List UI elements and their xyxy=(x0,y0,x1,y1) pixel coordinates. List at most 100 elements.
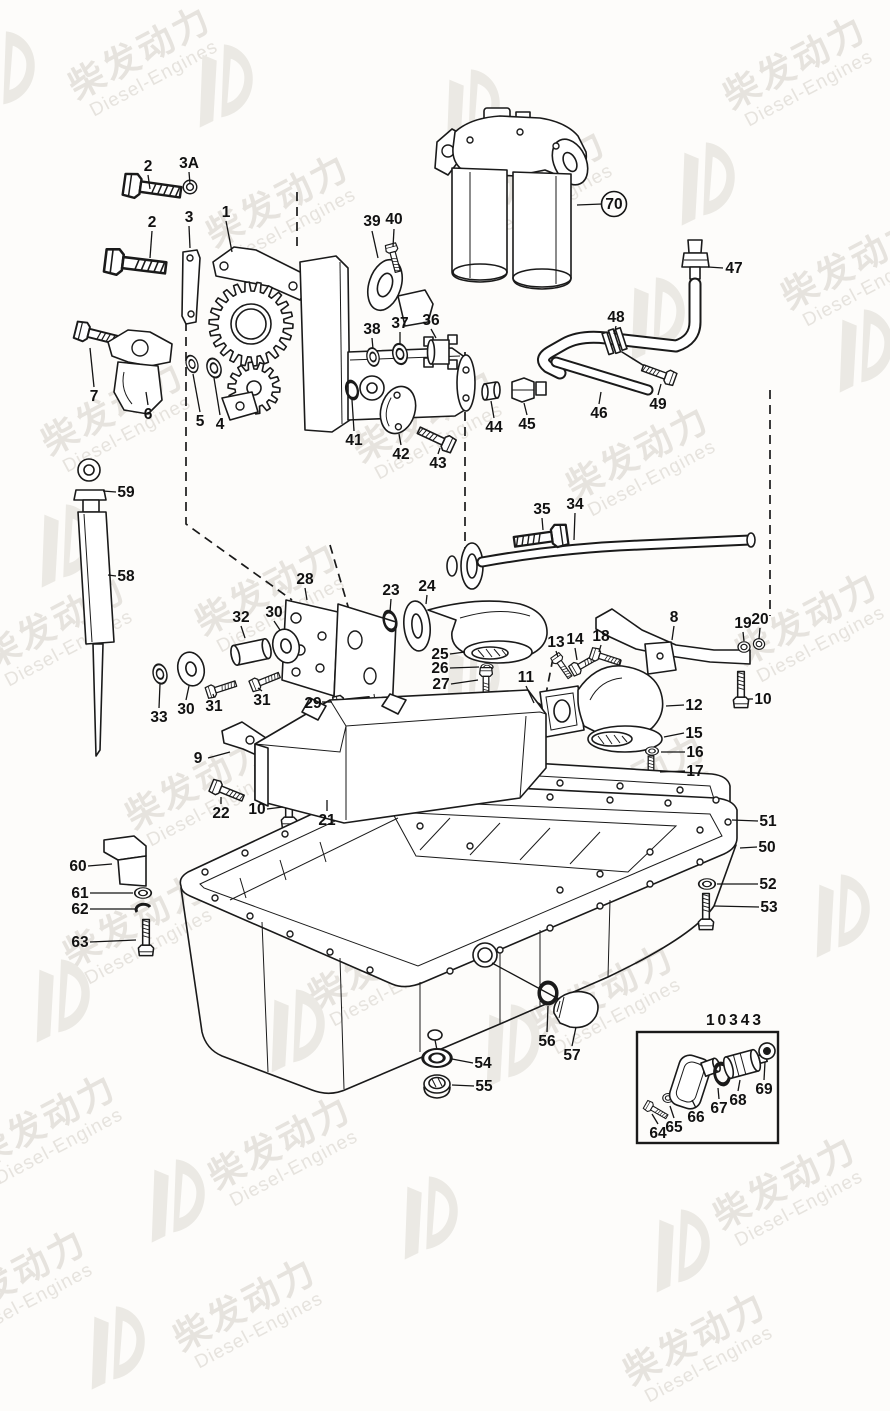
part-label-58: 58 xyxy=(117,568,135,585)
part-label-48: 48 xyxy=(607,309,625,326)
label-leader-line xyxy=(763,1061,766,1081)
label-leader-line xyxy=(659,770,686,773)
label-leader-line xyxy=(739,846,758,849)
label-leader-line xyxy=(671,625,675,641)
part-label-2: 2 xyxy=(148,214,157,231)
part-label-63: 63 xyxy=(71,934,89,951)
part-label-54: 54 xyxy=(474,1055,492,1072)
part-label-40: 40 xyxy=(385,211,402,228)
exploded-parts-diagram: 1034323A23139407047383736487654414243444… xyxy=(69,107,780,1145)
label-leader-line xyxy=(147,174,151,190)
part-label-3A: 3A xyxy=(179,155,199,172)
part-label-24: 24 xyxy=(418,578,436,595)
label-leader-line xyxy=(451,1084,475,1087)
label-leader-line xyxy=(192,373,201,413)
label-leader-line xyxy=(651,1113,659,1125)
label-leader-line xyxy=(240,625,246,639)
part-label-41: 41 xyxy=(345,432,363,449)
label-leader-line xyxy=(450,679,479,685)
oil-hose-drawing xyxy=(537,239,710,396)
part-label-64: 64 xyxy=(649,1125,667,1142)
oil-pipe-drawing xyxy=(446,522,756,590)
part-label-21: 21 xyxy=(318,812,336,829)
bypass-valve-drawing xyxy=(642,1042,776,1122)
label-leader-line xyxy=(89,347,95,388)
label-leader-line xyxy=(573,512,576,541)
label-leader-line xyxy=(669,1105,675,1119)
label-leader-line xyxy=(571,1026,577,1047)
label-leader-line xyxy=(437,447,441,455)
label-leader-line xyxy=(574,647,578,661)
part-label-6: 6 xyxy=(144,406,153,423)
part-label-33: 33 xyxy=(150,709,168,726)
label-leader-line xyxy=(742,631,745,642)
part-label-60: 60 xyxy=(69,858,86,875)
label-leader-line xyxy=(449,651,466,655)
label-leader-line xyxy=(145,391,149,406)
part-label-39: 39 xyxy=(363,213,381,230)
part-label-16: 16 xyxy=(686,744,704,761)
part-label-13: 13 xyxy=(547,634,565,651)
part-label-18: 18 xyxy=(592,628,610,645)
part-label-29: 29 xyxy=(304,695,322,712)
label-leader-line xyxy=(207,751,231,759)
part-label-30: 30 xyxy=(265,604,282,621)
label-leader-line xyxy=(731,819,759,822)
label-leader-line xyxy=(188,225,191,249)
gasket-plates-drawing xyxy=(150,599,401,715)
part-label-38: 38 xyxy=(363,321,381,338)
part-label-68: 68 xyxy=(729,1092,747,1109)
label-leader-line xyxy=(449,666,480,669)
part-label-26: 26 xyxy=(431,660,449,677)
oil-filter-drawing xyxy=(434,107,589,290)
part-label-36: 36 xyxy=(422,312,440,329)
part-label-28: 28 xyxy=(296,571,314,588)
label-leader-line xyxy=(185,685,190,701)
part-label-19: 19 xyxy=(734,615,752,632)
label-leader-line xyxy=(451,1058,474,1064)
part-label-61: 61 xyxy=(71,885,89,902)
part-label-25: 25 xyxy=(431,646,449,663)
label-leader-line xyxy=(576,203,603,206)
part-label-46: 46 xyxy=(590,405,608,422)
label-leader-line xyxy=(351,399,355,432)
label-leader-line xyxy=(691,1099,697,1109)
label-leader-line xyxy=(89,939,137,943)
label-leader-line xyxy=(525,685,535,704)
part-label-34: 34 xyxy=(566,496,584,513)
part-label-50: 50 xyxy=(758,839,775,856)
label-leader-line xyxy=(304,587,308,601)
part-label-11: 11 xyxy=(518,669,535,686)
part-label-70: 70 xyxy=(605,196,622,213)
part-label-1: 1 xyxy=(222,204,231,221)
label-leader-line xyxy=(663,732,685,738)
label-leader-line xyxy=(257,687,263,692)
pump-bracket-drawing xyxy=(72,319,225,415)
part-label-53: 53 xyxy=(760,899,778,916)
part-label-2: 2 xyxy=(144,158,153,175)
label-leader-line xyxy=(737,1079,741,1092)
part-label-31: 31 xyxy=(253,692,271,709)
label-leader-line xyxy=(158,683,161,709)
part-label-23: 23 xyxy=(382,582,400,599)
label-leader-line xyxy=(657,383,662,396)
part-label-4: 4 xyxy=(216,416,225,433)
label-leader-line xyxy=(107,574,117,577)
label-leader-line xyxy=(273,620,281,631)
label-leader-line xyxy=(149,230,153,259)
part-label-15: 15 xyxy=(685,725,703,742)
part-label-3: 3 xyxy=(185,209,194,226)
part-label-27: 27 xyxy=(432,676,449,693)
label-leader-line xyxy=(541,517,544,531)
part-label-7: 7 xyxy=(90,388,99,405)
baffle-plate-drawing xyxy=(254,689,547,824)
label-leader-line xyxy=(102,490,117,493)
part-label-5: 5 xyxy=(196,413,205,430)
oil-pickup-drawing xyxy=(539,608,767,788)
pump-fittings-drawing xyxy=(342,242,547,455)
part-label-37: 37 xyxy=(391,315,408,332)
label-leader-line xyxy=(392,228,395,248)
part-label-59: 59 xyxy=(117,484,135,501)
label-leader-line xyxy=(212,693,215,698)
